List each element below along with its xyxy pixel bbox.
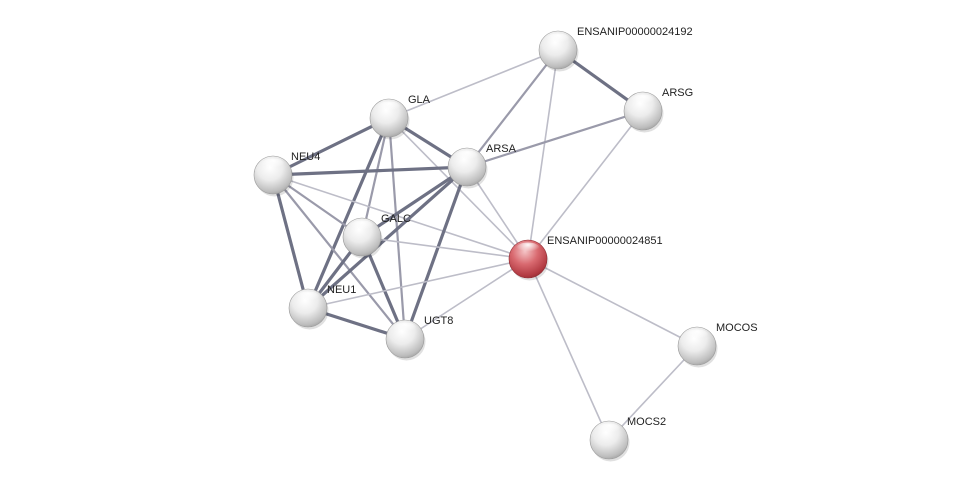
node-arsg[interactable]: ARSG [623,87,693,133]
node-mocs2[interactable]: MOCS2 [589,416,666,462]
edge-arsa-galc[interactable] [360,165,469,239]
node-label: ENSANIP00000024851 [547,235,663,247]
node-ensanip00000024192[interactable]: ENSANIP00000024192 [538,26,693,72]
node-highlight [296,291,320,304]
node-ensanip00000024851[interactable]: ENSANIP00000024851 [508,235,663,281]
node-label: ARSA [486,143,517,155]
node-neu4[interactable]: NEU4 [253,151,320,197]
edge-ensanip00000024192-gla[interactable] [388,49,559,119]
node-mocos[interactable]: MOCOS [677,322,758,368]
node-highlight [516,242,540,255]
node-neu1[interactable]: NEU1 [288,284,356,330]
node-arsa[interactable]: ARSA [447,143,517,189]
edge-ensanip00000024851-mocos[interactable] [527,258,698,347]
edge-arsa-neu1[interactable] [306,165,469,310]
node-label: MOCS2 [627,416,666,428]
edge-arsg-ensanip00000024851[interactable] [527,110,644,260]
edge-neu4-ugt8[interactable] [271,173,407,341]
node-label: ARSG [662,87,693,99]
node-highlight [685,329,709,342]
edge-ensanip00000024851-mocs2[interactable] [527,258,610,441]
edge-ensanip00000024192-ensanip00000024851[interactable] [527,49,559,260]
node-ugt8[interactable]: UGT8 [385,315,453,361]
node-galc[interactable]: GALC [342,213,411,259]
node-highlight [597,423,621,436]
node-highlight [546,33,570,46]
node-highlight [631,94,655,107]
node-highlight [350,220,374,233]
edge-neu1-ensanip00000024851[interactable] [307,258,529,309]
edge-ugt8-ensanip00000024851[interactable] [404,258,529,340]
node-label: GLA [408,94,431,106]
node-label: NEU4 [291,151,320,163]
node-label: UGT8 [424,315,453,327]
node-highlight [261,158,285,171]
node-label: MOCOS [716,322,758,334]
edge-gla-neu1[interactable] [306,116,391,310]
edge-gla-galc[interactable] [360,116,391,239]
node-label: GALC [381,213,411,225]
edge-gla-neu4[interactable] [271,116,391,177]
edge-arsa-ugt8[interactable] [403,165,469,341]
node-highlight [455,150,479,163]
edge-galc-ensanip00000024851[interactable] [361,236,529,260]
node-highlight [393,322,417,335]
edge-ensanip00000024192-arsa[interactable] [465,48,560,169]
edge-neu4-ensanip00000024851[interactable] [272,174,529,260]
node-label: NEU1 [327,284,356,296]
node-highlight [377,101,401,114]
edge-arsg-arsa[interactable] [465,109,645,169]
edge-mocos-mocs2[interactable] [608,345,698,441]
edge-neu4-neu1[interactable] [271,173,310,310]
edge-neu4-arsa[interactable] [271,165,469,177]
node-gla[interactable]: GLA [369,94,431,140]
node-label: ENSANIP00000024192 [577,26,693,38]
